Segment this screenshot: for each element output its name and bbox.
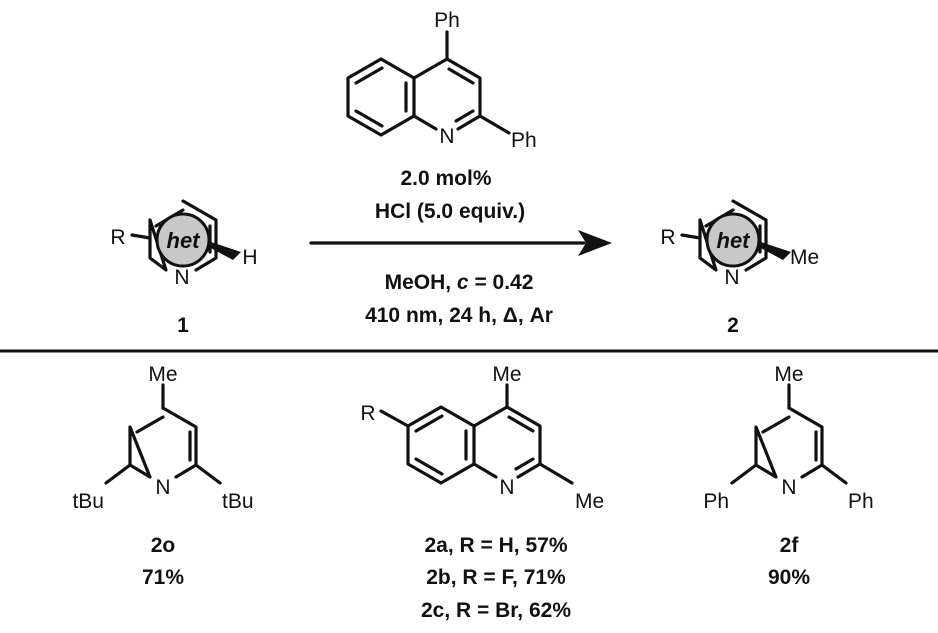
example-2f-right-group: Ph: [848, 490, 874, 513]
reactant-ring-nitrogen: N: [174, 266, 189, 289]
catalyst-top-substituent: Ph: [434, 9, 460, 32]
catalyst-loading: 2.0 mol%: [400, 167, 491, 190]
product-number: 2: [727, 314, 739, 337]
example-2o-top-group: Me: [148, 363, 177, 386]
product-core-label: het: [717, 228, 752, 253]
example-2o-yield: 71%: [142, 566, 184, 589]
catalyst-ring-nitrogen: N: [439, 125, 454, 148]
example-2o-right-group: tBu: [222, 490, 254, 513]
example-2abc-structure: Me R N Me: [360, 363, 604, 513]
example-2f-yield: 90%: [768, 566, 810, 589]
catalyst-structure: Ph N Ph: [346, 9, 537, 152]
conditions-label: 410 nm, 24 h, Δ, Ar: [365, 304, 553, 327]
reactant-substituent: R: [110, 226, 125, 249]
product-new-group: Me: [790, 246, 819, 269]
example-2o-ring-nitrogen: N: [155, 476, 170, 499]
example-2abc-ring-nitrogen: N: [499, 476, 514, 499]
example-2f-structure: Me N Ph Ph: [703, 363, 873, 513]
example-2abc-top-group: Me: [492, 363, 521, 386]
example-2f-label: 2f: [780, 534, 800, 557]
example-2c-label: 2c, R = Br, 62%: [421, 599, 571, 622]
reactant-structure: het R H N: [110, 199, 258, 289]
reactant-number: 1: [177, 314, 189, 337]
reactant-replaced-atom: H: [242, 246, 257, 269]
product-substituent: R: [660, 226, 675, 249]
example-2abc-r-group: R: [360, 402, 375, 425]
example-2b-label: 2b, R = F, 71%: [426, 566, 566, 589]
example-2o-left-group: tBu: [72, 490, 104, 513]
additive-label: HCl (5.0 equiv.): [375, 200, 525, 223]
example-2f-top-group: Me: [774, 363, 803, 386]
product-structure: het R Me N: [660, 199, 819, 289]
example-2o-structure: Me N tBu tBu: [72, 363, 253, 513]
example-2abc-right-group: Me: [575, 490, 604, 513]
example-2f-ring-nitrogen: N: [781, 476, 796, 499]
reactant-core-label: het: [167, 228, 202, 253]
example-2a-label: 2a, R = H, 57%: [425, 534, 568, 557]
product-ring-nitrogen: N: [724, 266, 739, 289]
solvent-label: MeOH, c = 0.42: [385, 271, 534, 294]
reaction-arrow: [309, 230, 612, 256]
example-2o-label: 2o: [151, 534, 176, 557]
example-2f-left-group: Ph: [703, 490, 729, 513]
catalyst-right-substituent: Ph: [511, 129, 537, 152]
